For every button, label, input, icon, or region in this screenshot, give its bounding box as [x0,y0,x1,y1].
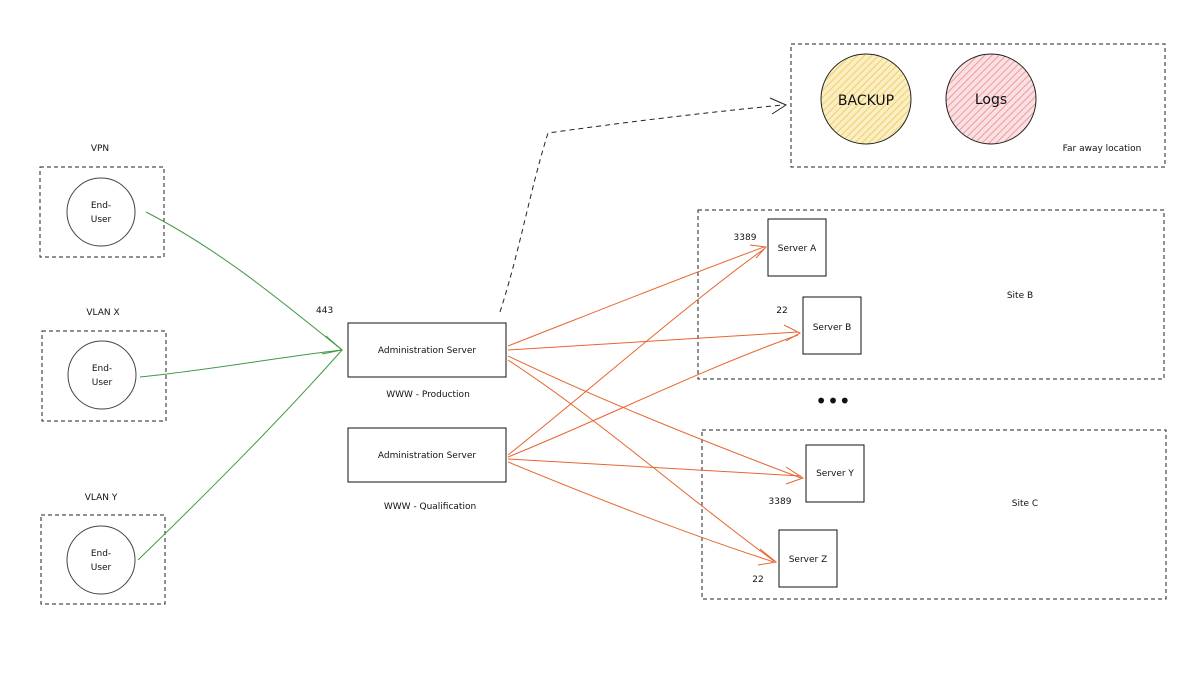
arrowhead-backup [769,97,788,115]
conn-qual-server-a [507,248,765,456]
admin-server-qualification-label: Administration Server [378,451,477,461]
port-server-a: 3389 [734,233,757,243]
end-user-node-vpn [66,177,136,247]
server-connections [507,244,805,566]
backup-node [820,53,912,145]
port-server-z: 22 [752,575,763,585]
vpn-group-frame [39,166,165,258]
server-b-node [802,296,862,355]
vlan-y-group-frame [40,514,166,605]
conn-qual-server-y [507,458,802,477]
group-label-vpn: VPN [91,144,109,154]
connection-vlan-x [139,349,343,378]
end-user-label-vlan-y-2: User [91,563,112,573]
server-a-node [767,218,827,277]
arrowhead-server-b [783,324,802,342]
arrowhead-server-z [757,548,778,566]
logs-node [945,53,1037,145]
more-sites-ellipsis: ••• [815,389,850,413]
site-c-label: Site C [1012,499,1038,509]
backup-label: BACKUP [838,93,894,109]
end-user-label-vlan-y-1: End- [91,549,111,559]
server-a-label: Server A [778,244,817,254]
vlan-x-group-frame [41,330,167,422]
env-production-label: WWW - Production [386,390,470,400]
far-location-frame [790,43,1166,168]
arrowhead-server-y [785,466,805,485]
end-user-label-vlan-x-2: User [92,378,113,388]
backup-link [499,104,784,313]
admin-server-production-label: Administration Server [378,346,477,356]
group-label-vlan-x: VLAN X [86,308,119,318]
site-b-frame [697,209,1165,380]
end-user-node-vlan-x [67,340,137,410]
server-z-label: Server Z [789,555,828,565]
user-connections [137,211,344,561]
connection-vpn [145,211,343,351]
connection-vlan-y [137,349,343,561]
arrowhead-server-a [749,244,768,259]
conn-prod-server-a [507,246,765,347]
conn-prod-server-y [507,355,802,479]
far-location-label: Far away location [1063,144,1142,154]
env-qualification-label: WWW - Qualification [384,502,476,512]
end-user-node-vlan-y [66,525,136,595]
port-server-b: 22 [776,306,787,316]
site-c-frame [701,429,1167,600]
arrowhead-green [321,335,344,355]
conn-qual-server-z [507,461,775,563]
conn-prod-server-b [507,331,799,351]
site-b-label: Site B [1007,291,1033,301]
port-server-y: 3389 [769,497,792,507]
conn-prod-server-z [507,359,775,562]
server-b-label: Server B [813,323,852,333]
end-user-label-vpn-1: End- [91,201,111,211]
server-z-node [778,529,838,588]
end-user-label-vlan-x-1: End- [92,364,112,374]
port-443-label: 443 [316,306,333,316]
group-label-vlan-y: VLAN Y [85,493,118,503]
logs-label: Logs [975,92,1007,108]
server-y-label: Server Y [816,469,854,479]
conn-qual-server-b [507,334,799,458]
end-user-label-vpn-2: User [91,215,112,225]
server-y-node [805,444,865,503]
admin-server-production [347,322,507,378]
admin-server-qualification [347,427,507,483]
